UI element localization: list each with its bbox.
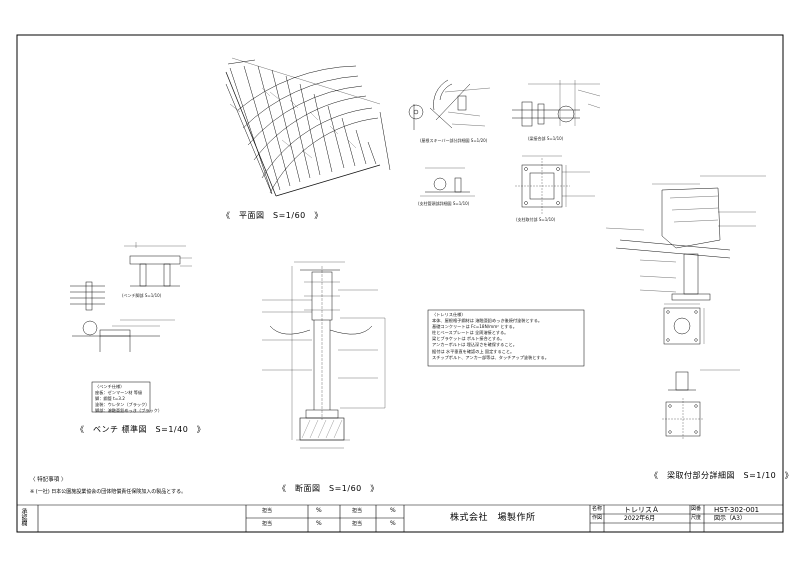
beam-detail-caption: 《 梁取付部分詳細図 S=1/10 》 bbox=[650, 471, 794, 480]
bench-foot-detail-top bbox=[420, 167, 475, 197]
bench-legend: 〈ベンチ仕様〉 座板：ゼンマーン材 等級 脚：鋼管 t=3.2 塗装：ウレタン（… bbox=[95, 384, 162, 414]
bench-legend-line: 脚：鋼管 t=3.2 bbox=[95, 396, 125, 402]
drawing-border bbox=[16, 34, 784, 533]
tb-row-label: 担当 bbox=[352, 508, 363, 514]
bench-legend-box bbox=[91, 381, 151, 413]
approval-label: 承認欄 bbox=[20, 508, 27, 526]
section-view-drawing bbox=[262, 261, 386, 449]
beam-connection-detail bbox=[512, 80, 601, 127]
trellis-notes-box bbox=[427, 309, 585, 367]
trellis-note-line: 梁とブラケットは ボルト接合とする。 bbox=[432, 336, 505, 342]
plan-caption: 《 平面図 S=1/60 》 bbox=[222, 211, 323, 220]
trellis-notes-title: 〈トレリス仕様〉 bbox=[432, 312, 466, 317]
plan-view-hatching bbox=[261, 87, 357, 159]
section-foundation-hatch bbox=[301, 419, 343, 439]
title-block-frame bbox=[17, 504, 783, 532]
trellis-notes: 〈トレリス仕様〉 本体、屋根格子鋼材は 溶融亜鉛めっき後焼付塗装とする。 基礎コ… bbox=[432, 312, 549, 361]
detail-label-5: (ベンチ脚部 S=1/10) bbox=[122, 293, 162, 298]
scale-value: 図示（A3） bbox=[714, 515, 746, 522]
section-caption: 《 断面図 S=1/60 》 bbox=[278, 484, 379, 493]
tb-row-value: % bbox=[316, 507, 322, 514]
special-notes-title: 〈 特記事項 〉 bbox=[30, 477, 67, 483]
plan-view-drawing bbox=[225, 57, 391, 197]
detail-label-1: (屋根スキーバー部分詳細図 S=1/20) bbox=[420, 138, 488, 143]
bench-section-drawing bbox=[124, 242, 192, 287]
scale-label: 尺度 bbox=[691, 515, 702, 521]
detail-label-4: (支柱管頭部詳細図 S=1/10) bbox=[418, 201, 470, 206]
trellis-note-line: 柱とベースプレートは 全周溶接とする。 bbox=[432, 330, 509, 336]
post-head-detail bbox=[515, 155, 595, 214]
date-value: 2022年6月 bbox=[624, 515, 656, 522]
date-label: 作図 bbox=[592, 515, 603, 521]
special-notes-body: ※ (一社) 日本公園施設業協会の団体賠償責任保険加入の製品とする。 bbox=[30, 489, 187, 495]
drawing-no-label: 図番 bbox=[691, 506, 702, 512]
trellis-note-line: 基礎コンクリートは Fc=18N/mm² とする。 bbox=[432, 324, 517, 330]
name-label: 名称 bbox=[592, 506, 603, 512]
company-name: 株式会社 場製作所 bbox=[450, 513, 536, 523]
tb-row-value: % bbox=[316, 520, 322, 527]
trellis-note-line: 本体、屋根格子鋼材は 溶融亜鉛めっき後焼付塗装とする。 bbox=[432, 318, 543, 324]
bench-legend-title: 〈ベンチ仕様〉 bbox=[95, 384, 125, 389]
detail-label-3: (支柱取付部 S=1/10) bbox=[516, 217, 556, 222]
bench-caption: 《 ベンチ 標準図 S=1/40 》 bbox=[76, 425, 206, 434]
tb-row-label: 担当 bbox=[352, 521, 363, 527]
bench-legend-line: 塗装：ウレタン（ブラック） bbox=[95, 402, 150, 408]
tb-row-value: % bbox=[390, 520, 396, 527]
detail-label-2: (梁接合部 S=1/10) bbox=[528, 136, 564, 141]
bench-legend-line: 座板：ゼンマーン材 等級 bbox=[95, 390, 143, 396]
drawing-no: HST-302-001 bbox=[714, 506, 760, 514]
joint-detail-drawing bbox=[408, 79, 491, 130]
trellis-note-line: スチップボルト、アンカー部等は、タッチアップ塗装とする。 bbox=[432, 354, 549, 360]
tb-row-label: 担当 bbox=[262, 521, 273, 527]
beam-attachment-drawing bbox=[605, 175, 766, 440]
bench-elevation-drawing bbox=[70, 281, 175, 352]
bench-legend-line: 脚部：溶融亜鉛めっき（ブラック） bbox=[95, 408, 163, 414]
name-value: トレリスＡ bbox=[624, 506, 659, 514]
trellis-note-line: アンカーボルトは 埋込深さを確保すること。 bbox=[432, 342, 517, 348]
tb-row-label: 担当 bbox=[262, 508, 273, 514]
tb-row-value: % bbox=[390, 507, 396, 514]
trellis-note-line: 据付は 水平垂直を確認の上 固定すること。 bbox=[432, 348, 515, 354]
